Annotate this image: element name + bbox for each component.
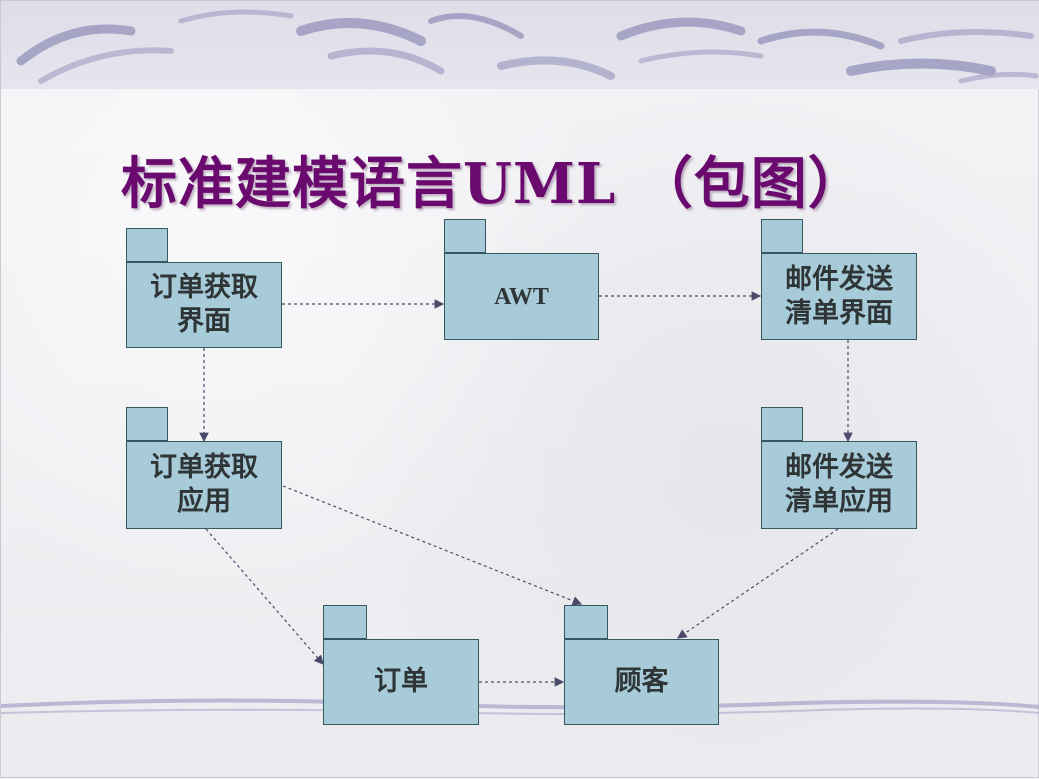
package-label-line-1: 订单 [374, 666, 428, 697]
package-tab [761, 407, 803, 441]
package-label-line-1: 订单获取 [150, 272, 258, 303]
package-label-line-1: 邮件发送 [785, 452, 893, 483]
slide-title: 标准建模语言UML （包图） [121, 151, 865, 217]
dependency-order-app-to-customer [282, 485, 583, 606]
package-label-line-2: 清单应用 [785, 486, 893, 517]
package-body: 订单获取 界面 [126, 262, 282, 348]
package-body: 订单获取 应用 [126, 441, 282, 529]
package-label-line-1: 邮件发送 [785, 263, 893, 295]
package-body: 邮件发送 清单界面 [761, 253, 917, 340]
package-label-line-2: 清单界面 [785, 297, 893, 329]
package-order-acquisition-app[interactable]: 订单获取 应用 [126, 407, 282, 529]
package-mail-list-app[interactable]: 邮件发送 清单应用 [761, 407, 917, 529]
package-awt[interactable]: AWT [444, 219, 599, 340]
package-label-line-1: 顾客 [614, 666, 669, 697]
package-label-line-1: 订单获取 [150, 452, 258, 483]
package-tab [323, 605, 367, 639]
package-label-line-2: 应用 [177, 486, 231, 517]
package-label-line-2: 界面 [177, 306, 231, 337]
decorative-header-band [1, 1, 1039, 89]
package-tab [761, 219, 803, 253]
package-body: 邮件发送 清单应用 [761, 441, 917, 529]
package-tab [444, 219, 486, 253]
package-body: 订单 [323, 639, 479, 725]
dependency-order-app-to-order [205, 528, 324, 665]
package-order[interactable]: 订单 [323, 605, 479, 725]
package-mail-list-ui[interactable]: 邮件发送 清单界面 [761, 219, 917, 340]
package-body: 顾客 [564, 639, 719, 725]
package-tab [126, 407, 168, 441]
package-tab [126, 228, 168, 262]
package-customer[interactable]: 顾客 [564, 605, 719, 725]
package-body: AWT [444, 253, 599, 340]
dependency-mail-app-to-customer [677, 528, 839, 639]
package-label-line-1: AWT [494, 283, 549, 310]
package-order-acquisition-ui[interactable]: 订单获取 界面 [126, 228, 282, 348]
package-tab [564, 605, 608, 639]
